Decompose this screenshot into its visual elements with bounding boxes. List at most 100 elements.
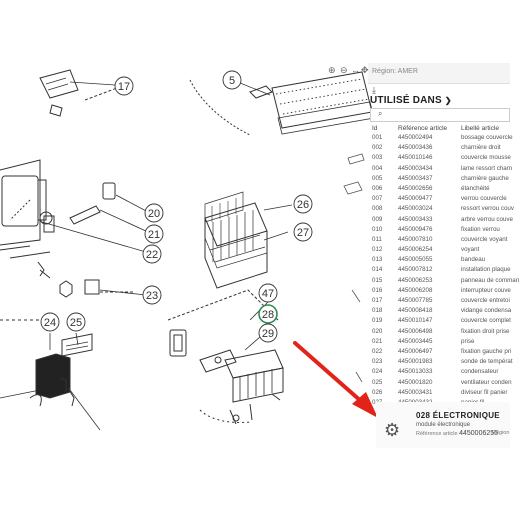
row-reference: 4450002494: [398, 134, 433, 141]
row-label: fixation droit prise: [461, 327, 510, 335]
row-id: 016: [372, 286, 383, 294]
selected-part-title: 028 ÉLECTRONIQUE: [416, 411, 500, 420]
zoom-out-icon[interactable]: ⊖: [340, 65, 348, 75]
callout-47[interactable]: 47: [258, 283, 278, 303]
callout-23[interactable]: 23: [142, 285, 162, 305]
row-reference: 4450010147: [398, 317, 433, 325]
selected-part-region: Région: [492, 430, 510, 436]
row-label: couvercle complet: [461, 317, 511, 325]
row-label: installation plaque: [461, 266, 511, 274]
row-id: 005: [372, 174, 383, 182]
row-reference: 4450006254: [398, 246, 433, 254]
row-reference: 4450003433: [398, 215, 433, 223]
callout-5[interactable]: 5: [222, 70, 242, 90]
diagram-toolbar: ⊕ ⊖ ↔ ✥: [326, 62, 510, 84]
callout-17[interactable]: 17: [114, 76, 134, 96]
column-reference: Référence article: [398, 125, 448, 132]
right-small-parts: [343, 153, 365, 383]
row-reference: 4450001820: [398, 378, 433, 386]
row-label: couvercle voyant: [461, 235, 508, 243]
row-id: 018: [372, 307, 383, 315]
callout-25[interactable]: 25: [66, 312, 86, 332]
callout-26[interactable]: 26: [293, 194, 313, 214]
svg-text:28: 28: [262, 309, 274, 321]
row-reference: 4450010146: [398, 154, 433, 162]
row-label: vidange condensa: [461, 307, 512, 315]
column-label: Libellé article: [461, 125, 499, 132]
callout-29[interactable]: 29: [258, 323, 278, 343]
row-label: verrou couvercle: [461, 195, 507, 203]
region-label: Région: AMER: [372, 68, 418, 75]
row-reference: 4450003434: [398, 164, 433, 172]
row-id: 015: [372, 276, 383, 284]
row-reference: 4450009477: [398, 195, 433, 203]
svg-text:17: 17: [118, 81, 130, 93]
row-id: 011: [372, 235, 382, 243]
fit-width-icon[interactable]: ↔: [351, 65, 360, 75]
search-icon: ⌕: [378, 109, 383, 118]
used-in-title[interactable]: UTILISÉ DANS ❯: [370, 95, 452, 106]
callout-28-highlighted[interactable]: 28: [258, 304, 278, 324]
row-id: 009: [372, 215, 383, 223]
row-reference: 4450007812: [398, 266, 433, 274]
svg-text:22: 22: [146, 249, 158, 261]
row-label: couvercle entretoi: [461, 297, 510, 304]
row-id: 026: [372, 388, 383, 396]
callout-20[interactable]: 20: [144, 203, 164, 223]
selected-part-card[interactable]: [376, 402, 510, 448]
row-reference: 4450006208: [398, 286, 433, 294]
chevron-down-icon: ❯: [444, 96, 452, 105]
download-icon[interactable]: ⤓: [372, 85, 376, 95]
row-id: 013: [372, 256, 383, 264]
table-row[interactable]: 011 4450007810 couvercle voyant: [372, 236, 510, 246]
callout-27[interactable]: 27: [293, 222, 313, 242]
leader-lines: [0, 81, 293, 431]
callouts: 17 5 20 21 22 23 24 25: [40, 70, 313, 343]
row-id: 002: [372, 144, 383, 152]
row-label: panneau de comman: [461, 276, 519, 284]
move-icon[interactable]: ✥: [361, 65, 369, 75]
callout-24[interactable]: 24: [40, 312, 60, 332]
callout-21[interactable]: 21: [144, 224, 164, 244]
row-label: charnière droit: [461, 144, 501, 152]
gear-icon: ⚙: [384, 420, 401, 440]
row-id: 020: [372, 327, 383, 335]
selected-part-subtitle: module électronique: [416, 422, 471, 428]
search-input[interactable]: [370, 108, 510, 122]
row-id: 010: [372, 225, 383, 233]
row-label: fixation gauche pri: [461, 347, 512, 355]
row-reference: 4450007810: [398, 235, 433, 243]
callout-22[interactable]: 22: [142, 244, 162, 264]
zoom-in-icon[interactable]: ⊕: [328, 65, 336, 75]
row-id: 001: [372, 134, 383, 141]
svg-text:26: 26: [297, 199, 309, 211]
row-label: ventilateur conden: [461, 378, 512, 386]
